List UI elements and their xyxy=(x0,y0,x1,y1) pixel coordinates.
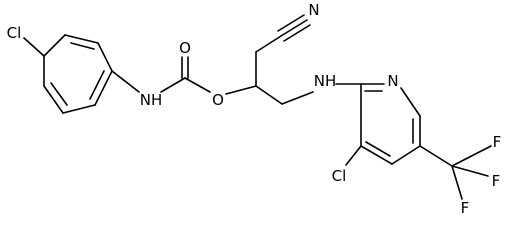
pyridine-ring xyxy=(360,83,421,165)
bond xyxy=(365,141,391,157)
bond xyxy=(255,85,283,105)
bond xyxy=(281,91,314,105)
bond xyxy=(94,70,113,106)
bond xyxy=(89,70,105,100)
atom-label-o: O xyxy=(212,91,224,109)
bond xyxy=(451,165,463,200)
bond xyxy=(345,145,362,166)
bond xyxy=(43,34,66,57)
bond xyxy=(97,42,113,72)
bond xyxy=(62,104,96,114)
bond xyxy=(23,37,45,57)
bond xyxy=(160,77,186,93)
bond xyxy=(283,24,311,42)
bond xyxy=(111,70,140,93)
atom-label-f: F xyxy=(493,133,502,151)
bond xyxy=(391,145,421,165)
bond xyxy=(451,145,492,167)
atom-label-cl: Cl xyxy=(7,24,22,42)
bond xyxy=(184,77,211,93)
bond xyxy=(419,145,453,167)
atom-label-n: N xyxy=(308,1,319,19)
bond xyxy=(70,42,95,50)
bond xyxy=(255,35,282,53)
chlorophenyl-ring xyxy=(43,34,113,114)
atom-label-o: O xyxy=(179,39,191,57)
bond xyxy=(50,82,68,106)
bond xyxy=(451,165,489,177)
atom-label-n: N xyxy=(387,72,398,90)
atom-label-f: F xyxy=(492,172,501,190)
bond xyxy=(277,14,305,32)
atom-label-cl: Cl xyxy=(332,167,347,185)
atom-label-f: F xyxy=(461,199,470,217)
atom-label-nh: NH xyxy=(140,91,163,109)
bond xyxy=(64,34,99,44)
bond xyxy=(43,85,64,114)
bond xyxy=(280,19,308,37)
molecule-structure: Cl O NH O N NH N Cl F F F xyxy=(7,1,502,217)
bond xyxy=(225,85,257,95)
atom-label-nh: NH xyxy=(314,72,337,90)
bond xyxy=(400,87,421,117)
bond xyxy=(360,145,393,165)
